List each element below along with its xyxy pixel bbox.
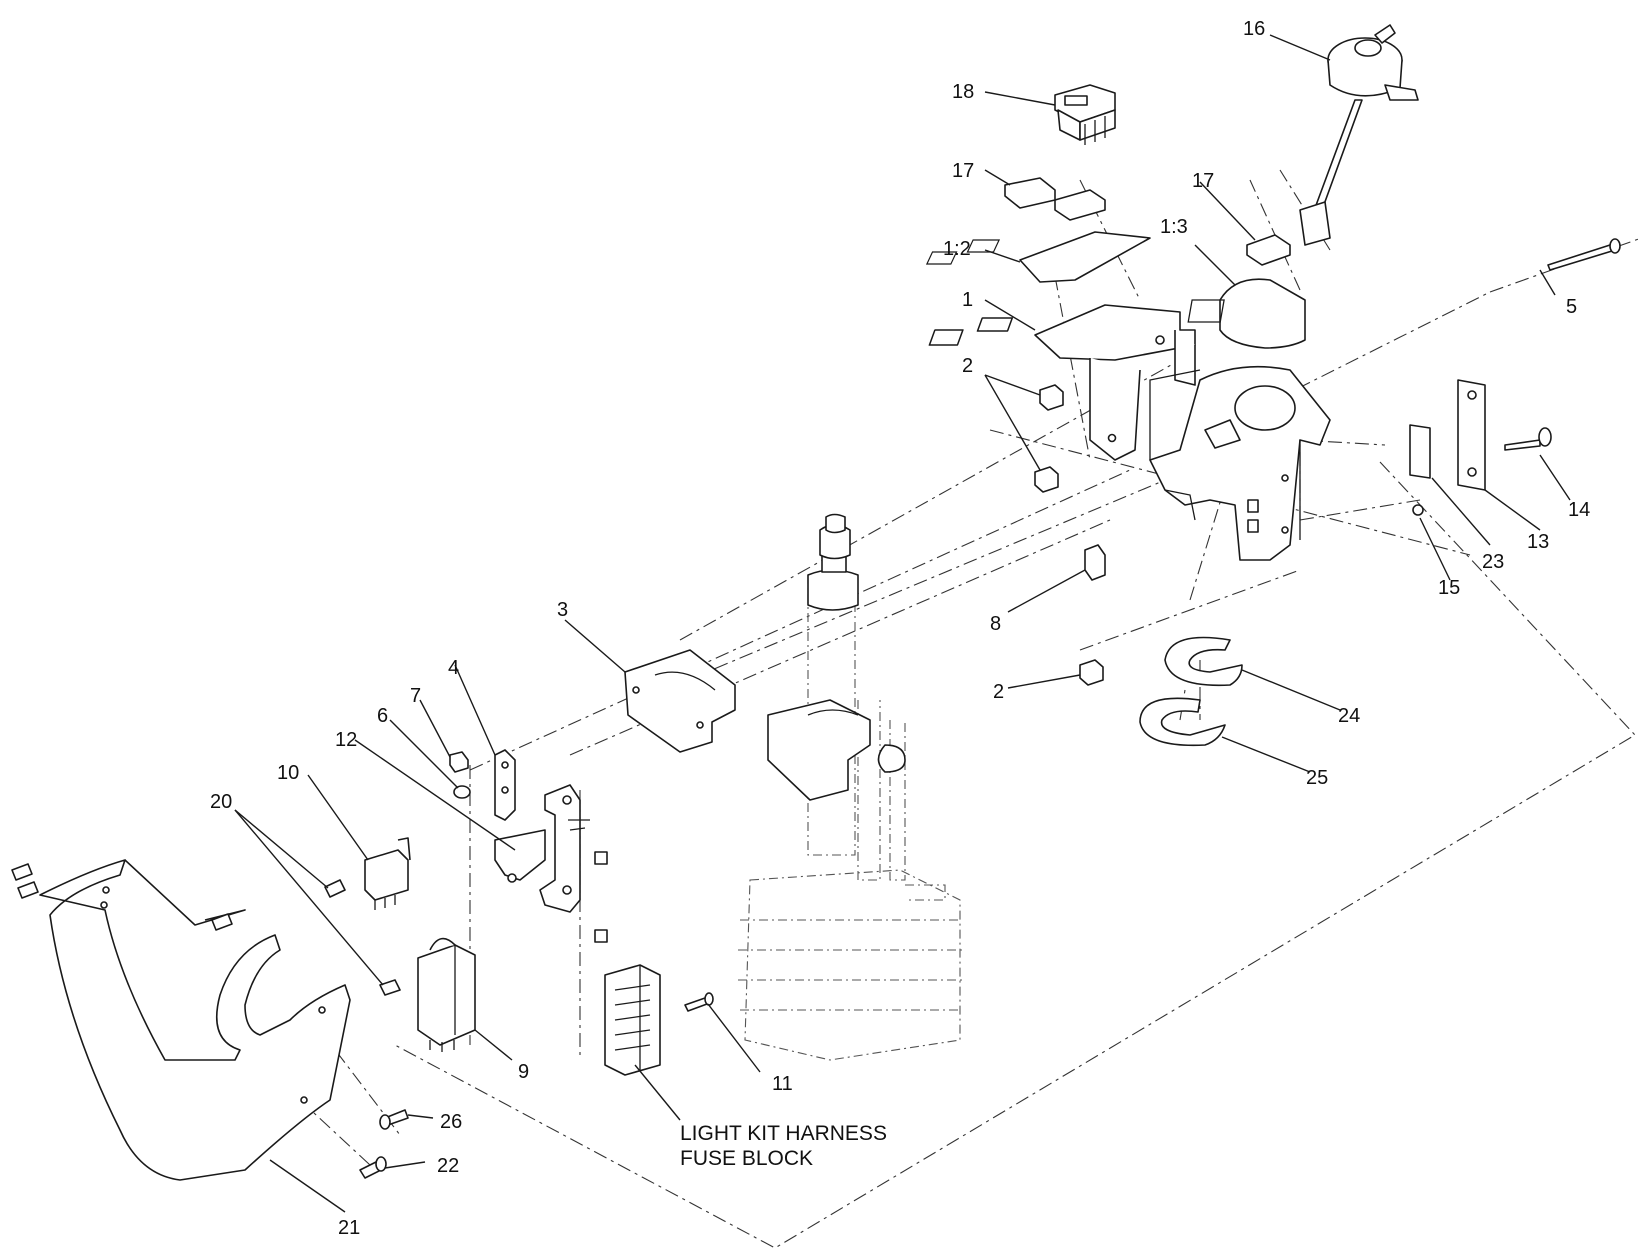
callout-5: 5 [1566,296,1577,318]
part-20-screws [324,879,401,996]
control-handle-ghost [738,575,962,1061]
callout-9: 9 [518,1061,529,1083]
callout-18: 18 [952,81,974,103]
note-line-1: LIGHT KIT HARNESS [680,1122,887,1145]
part-3-clamp-bracket [624,649,736,753]
part-16-ignition-switch [1299,24,1419,246]
part-25-ring [1139,697,1226,747]
callout-10: 10 [277,762,299,784]
part-1-2-switch-bezel [925,231,1151,283]
part-15-nut [1412,504,1424,516]
part-21-shroud [11,859,351,1181]
callout-16: 16 [1243,18,1265,40]
callout-7: 7 [410,685,421,707]
callout-15: 15 [1438,577,1460,599]
part-17-switch-plugs [1004,177,1291,266]
callout-17-left: 17 [952,160,974,182]
callout-22: 22 [437,1155,459,1177]
callout-1-3: 1:3 [1160,216,1188,238]
callout-12: 12 [335,729,357,751]
callout-labels: 18 17 1:2 1 2 16 17 1:3 5 14 13 23 15 8 … [210,18,1590,1239]
part-12-bracket [494,784,608,943]
callout-4: 4 [448,657,459,679]
callout-21: 21 [338,1217,360,1239]
callout-17-right: 17 [1192,170,1214,192]
part-14-knob-bolt [1504,427,1552,451]
part-1-switch-bracket [928,304,1196,461]
callout-1-2: 1:2 [943,238,971,260]
callout-2-lower: 2 [993,681,1004,703]
note-line-2: FUSE BLOCK [680,1147,813,1170]
part-7-clip [449,751,469,773]
steering-column [807,513,859,611]
assembly-lines [299,169,1642,1249]
part-11-bolt [684,992,714,1012]
part-10-relay [364,837,411,910]
part-18-rocker-switch [1054,84,1116,145]
fuse-block [604,964,661,1076]
callout-11: 11 [772,1073,793,1095]
part-1-3-bezel [1187,278,1306,349]
callout-24: 24 [1338,705,1360,727]
part-24-ring [1164,636,1243,687]
callout-1: 1 [962,289,973,311]
part-22-screw [359,1156,387,1179]
callout-6: 6 [377,705,388,727]
leader-lines [234,34,1571,1213]
part-2-clips [1034,384,1104,686]
part-9-module [417,937,476,1052]
part-5-bolt [1547,238,1621,271]
callout-2-upper: 2 [962,355,973,377]
part-26-rivet [379,1109,409,1130]
callout-26: 26 [440,1111,462,1133]
part-13-plate [1457,379,1486,491]
callout-8: 8 [990,613,1001,635]
console-housing [1149,365,1331,561]
callout-14: 14 [1568,499,1590,521]
callout-25: 25 [1306,767,1328,789]
callout-3: 3 [557,599,568,621]
part-6-nut [453,785,471,799]
callout-20: 20 [210,791,232,813]
part-23-label [1409,424,1431,479]
part-8-clip [1084,544,1106,581]
column-clamp [767,699,906,801]
callout-23: 23 [1482,551,1504,573]
part-4-bracket [494,749,516,821]
callout-13: 13 [1527,531,1549,553]
